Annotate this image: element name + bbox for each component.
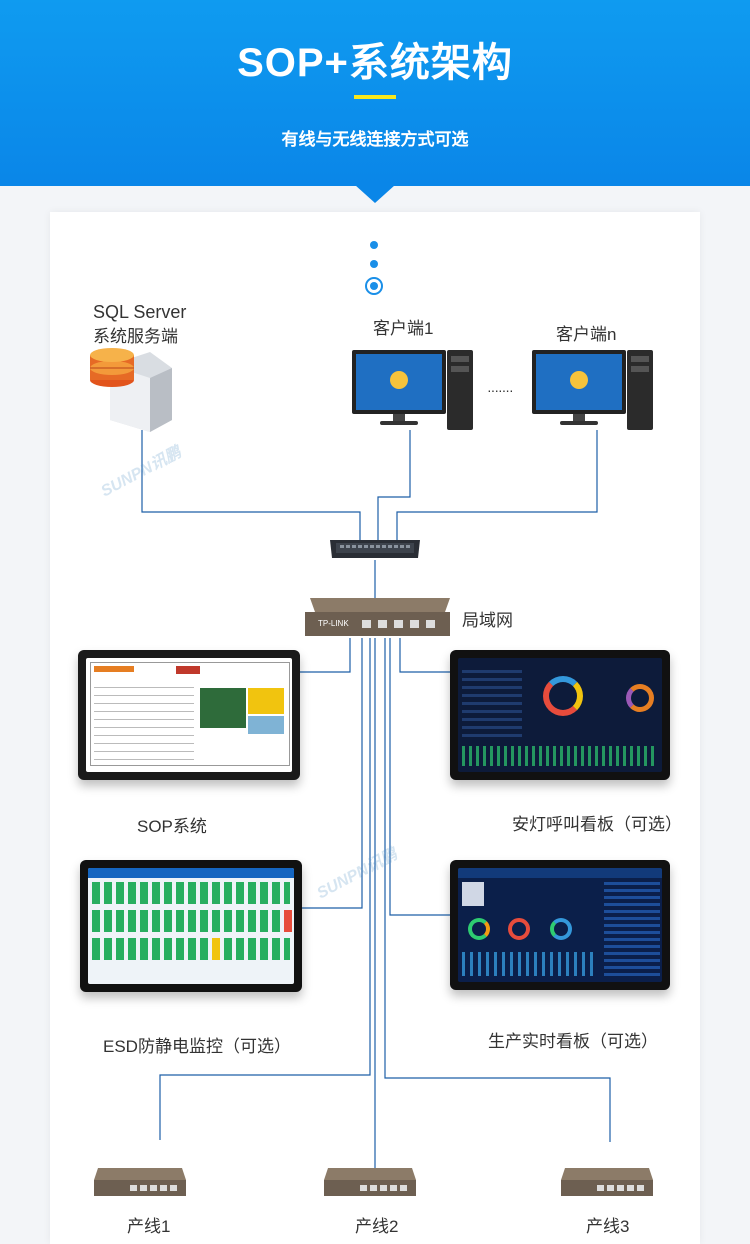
production-screen (450, 860, 670, 990)
page-title: SOP+系统架构 (237, 41, 513, 85)
banner-notch (355, 185, 395, 203)
clientn-computer-icon (532, 350, 653, 430)
client1-label: 客户端1 (373, 319, 434, 338)
line2-router-icon (324, 1168, 416, 1196)
andon-screen (450, 650, 670, 780)
line3-router-icon (561, 1168, 653, 1196)
andon-label: 安灯呼叫看板（可选） (512, 815, 682, 834)
sql-server-sublabel: 系统服务端 (93, 327, 178, 346)
connection-lines (141, 430, 611, 1168)
sop-label: SOP系统 (137, 817, 207, 836)
clientn-label: 客户端n (556, 325, 617, 344)
sop-screen (78, 650, 300, 780)
line2-label: 产线2 (355, 1217, 399, 1236)
clients-ellipsis: ······· (487, 382, 514, 398)
title-underline (354, 95, 396, 99)
sql-server-label: SQL Server (93, 302, 187, 322)
client1-computer-icon (352, 350, 473, 430)
page-subtitle: 有线与无线连接方式可选 (281, 130, 469, 149)
server-icon (90, 348, 172, 432)
header-banner (0, 0, 750, 186)
dot-3 (365, 277, 383, 295)
esd-screen (80, 860, 302, 992)
svg-text:TP-LINK: TP-LINK (318, 619, 349, 628)
line1-label: 产线1 (127, 1217, 171, 1236)
dot-2 (370, 260, 378, 268)
line3-label: 产线3 (586, 1217, 630, 1236)
switch-icon (330, 540, 420, 558)
dot-3-inner (370, 282, 378, 290)
router-icon: TP-LINK (305, 598, 450, 636)
esd-label: ESD防静电监控（可选） (103, 1037, 291, 1056)
production-label: 生产实时看板（可选） (488, 1032, 658, 1051)
dot-1 (370, 241, 378, 249)
lan-label: 局域网 (462, 611, 513, 630)
line1-router-icon (94, 1168, 186, 1196)
